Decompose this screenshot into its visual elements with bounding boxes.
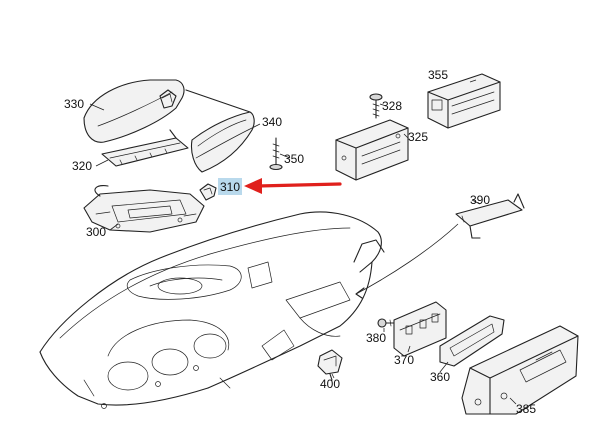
callout-arrow bbox=[244, 178, 342, 194]
part-310-clip bbox=[199, 183, 217, 201]
part-350-screw bbox=[269, 137, 283, 171]
label-325: 325 bbox=[408, 130, 428, 144]
label-310-highlight bbox=[218, 178, 242, 195]
label-300: 300 bbox=[86, 225, 106, 239]
label-400: 400 bbox=[320, 377, 340, 391]
part-360-trim bbox=[439, 315, 505, 367]
part-325-module bbox=[335, 119, 409, 181]
label-340: 340 bbox=[262, 115, 282, 129]
dashboard-assembly bbox=[39, 211, 385, 409]
part-328-screw bbox=[369, 93, 383, 119]
leader-390 bbox=[355, 223, 459, 299]
part-390-plate bbox=[455, 193, 525, 239]
leader-lines bbox=[89, 79, 517, 405]
part-330-cover bbox=[83, 79, 185, 143]
part-385-console-panel bbox=[461, 325, 579, 415]
part-400-clip bbox=[317, 349, 343, 381]
label-370: 370 bbox=[394, 353, 414, 367]
label-385: 385 bbox=[516, 402, 536, 416]
label-350: 350 bbox=[284, 152, 304, 166]
label-355: 355 bbox=[428, 68, 448, 82]
label-390: 390 bbox=[470, 193, 490, 207]
label-330: 330 bbox=[64, 97, 84, 111]
part-300-housing bbox=[83, 185, 205, 233]
label-360: 360 bbox=[430, 370, 450, 384]
part-340-bezel bbox=[185, 89, 255, 173]
part-355-control-unit bbox=[427, 73, 501, 129]
label-320: 320 bbox=[72, 159, 92, 173]
label-328: 328 bbox=[382, 99, 402, 113]
part-370-switch-panel bbox=[393, 301, 447, 357]
part-320-bracket bbox=[101, 129, 189, 167]
part-labels: 330 340 320 350 310 300 328 325 355 390 … bbox=[64, 68, 536, 416]
label-380: 380 bbox=[366, 331, 386, 345]
label-310: 310 bbox=[220, 180, 240, 194]
